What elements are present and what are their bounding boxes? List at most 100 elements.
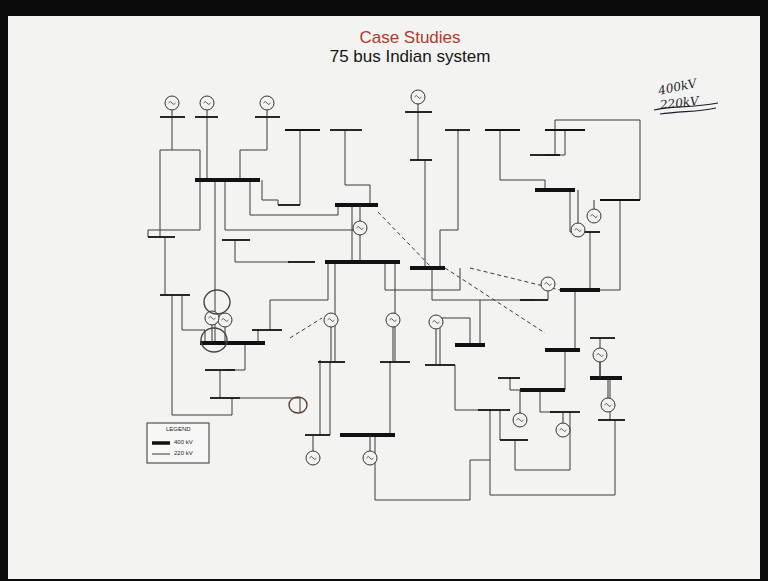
generator-wave bbox=[575, 229, 582, 232]
generator-symbol bbox=[260, 96, 274, 110]
bus-400kv bbox=[535, 188, 575, 192]
line-220kv bbox=[440, 318, 470, 365]
line-220kv bbox=[220, 370, 221, 398]
line-220kv bbox=[500, 410, 501, 440]
generator-symbol bbox=[571, 223, 585, 237]
line-220kv bbox=[432, 268, 535, 300]
line-220kv bbox=[207, 117, 208, 180]
line-220kv bbox=[320, 360, 321, 435]
generator-symbol bbox=[306, 451, 320, 465]
bus-220kv bbox=[545, 129, 585, 131]
generator-symbol bbox=[363, 451, 377, 465]
bus-220kv bbox=[380, 361, 410, 363]
bus-220kv bbox=[305, 434, 330, 436]
legend-text: 400 kV bbox=[174, 439, 193, 445]
line-220kv bbox=[480, 300, 481, 345]
generator-symbol bbox=[601, 398, 615, 412]
generator-wave bbox=[545, 283, 552, 286]
generator-wave bbox=[605, 404, 612, 407]
hand-circle bbox=[289, 397, 307, 413]
generator-wave bbox=[169, 102, 176, 105]
legend-box bbox=[147, 423, 209, 463]
line-220kv bbox=[148, 180, 200, 237]
line-220kv bbox=[440, 130, 458, 268]
bus-400kv bbox=[520, 388, 565, 392]
bus-220kv bbox=[222, 239, 250, 241]
bus-220kv bbox=[520, 299, 548, 301]
bus-220kv bbox=[285, 129, 320, 131]
line-220kv bbox=[172, 117, 200, 180]
bus-220kv bbox=[600, 199, 640, 201]
generator-stem bbox=[436, 329, 437, 365]
hand-circle bbox=[204, 290, 230, 314]
line-220kv bbox=[455, 365, 478, 410]
line-220kv bbox=[500, 130, 545, 190]
line-220kv bbox=[270, 262, 328, 330]
bus-400kv bbox=[195, 178, 260, 182]
generator-wave bbox=[367, 457, 374, 460]
generator-wave bbox=[390, 319, 397, 322]
generator-stem bbox=[578, 190, 579, 223]
dashed-line bbox=[290, 318, 322, 338]
bus-220kv bbox=[445, 129, 470, 131]
bus-400kv bbox=[590, 376, 622, 380]
line-220kv bbox=[352, 205, 353, 262]
generator-symbol bbox=[593, 348, 607, 362]
generator-stem bbox=[600, 362, 601, 378]
generator-wave bbox=[357, 227, 364, 230]
generator-wave bbox=[209, 317, 216, 320]
generator-wave bbox=[433, 321, 440, 324]
bus-220kv bbox=[590, 337, 615, 339]
bus-400kv bbox=[335, 203, 378, 207]
generator-symbol bbox=[386, 313, 400, 327]
generator-stem bbox=[563, 412, 564, 423]
line-220kv bbox=[165, 237, 166, 295]
generator-wave bbox=[222, 319, 229, 322]
generator-wave bbox=[264, 102, 271, 105]
line-220kv bbox=[418, 112, 419, 160]
generator-stem bbox=[520, 390, 521, 413]
line-220kv bbox=[575, 290, 576, 350]
generator-wave bbox=[204, 102, 211, 105]
dashed-line bbox=[378, 212, 432, 268]
bus-220kv bbox=[500, 439, 528, 441]
generator-symbol bbox=[556, 423, 570, 437]
bus-400kv bbox=[455, 343, 485, 347]
line-220kv bbox=[565, 350, 566, 390]
line-220kv bbox=[330, 362, 331, 435]
generator-stem bbox=[207, 110, 208, 117]
line-220kv bbox=[540, 390, 560, 412]
line-220kv bbox=[375, 435, 490, 500]
legend-sample-thick bbox=[152, 441, 170, 445]
bus-220kv bbox=[530, 154, 560, 156]
line-220kv bbox=[425, 160, 426, 268]
bus-220kv bbox=[252, 329, 282, 331]
bus-220kv bbox=[598, 419, 625, 421]
generator-symbol bbox=[411, 90, 425, 104]
dashed-line bbox=[470, 268, 560, 290]
bus-220kv bbox=[288, 261, 315, 263]
bus-220kv bbox=[330, 129, 362, 131]
bus-220kv bbox=[210, 397, 240, 399]
slide-subtitle: 75 bus Indian system bbox=[330, 47, 491, 67]
line-220kv bbox=[225, 180, 360, 262]
bus-220kv bbox=[278, 204, 300, 206]
line-220kv bbox=[590, 232, 591, 290]
generator-symbol bbox=[429, 315, 443, 329]
generator-wave bbox=[597, 354, 604, 357]
bus-220kv bbox=[205, 369, 235, 371]
generator-symbol bbox=[541, 277, 555, 291]
line-220kv bbox=[250, 180, 338, 215]
bus-220kv bbox=[148, 236, 175, 238]
line-220kv bbox=[262, 180, 278, 205]
line-220kv bbox=[345, 130, 370, 205]
bus-400kv bbox=[410, 266, 445, 270]
line-220kv bbox=[300, 130, 301, 205]
generator-symbol bbox=[218, 313, 232, 327]
bus-220kv bbox=[485, 129, 520, 131]
bus-220kv bbox=[498, 377, 520, 379]
line-220kv bbox=[235, 240, 290, 262]
bus-220kv bbox=[160, 294, 190, 296]
legend-heading: LEGEND bbox=[166, 426, 191, 432]
